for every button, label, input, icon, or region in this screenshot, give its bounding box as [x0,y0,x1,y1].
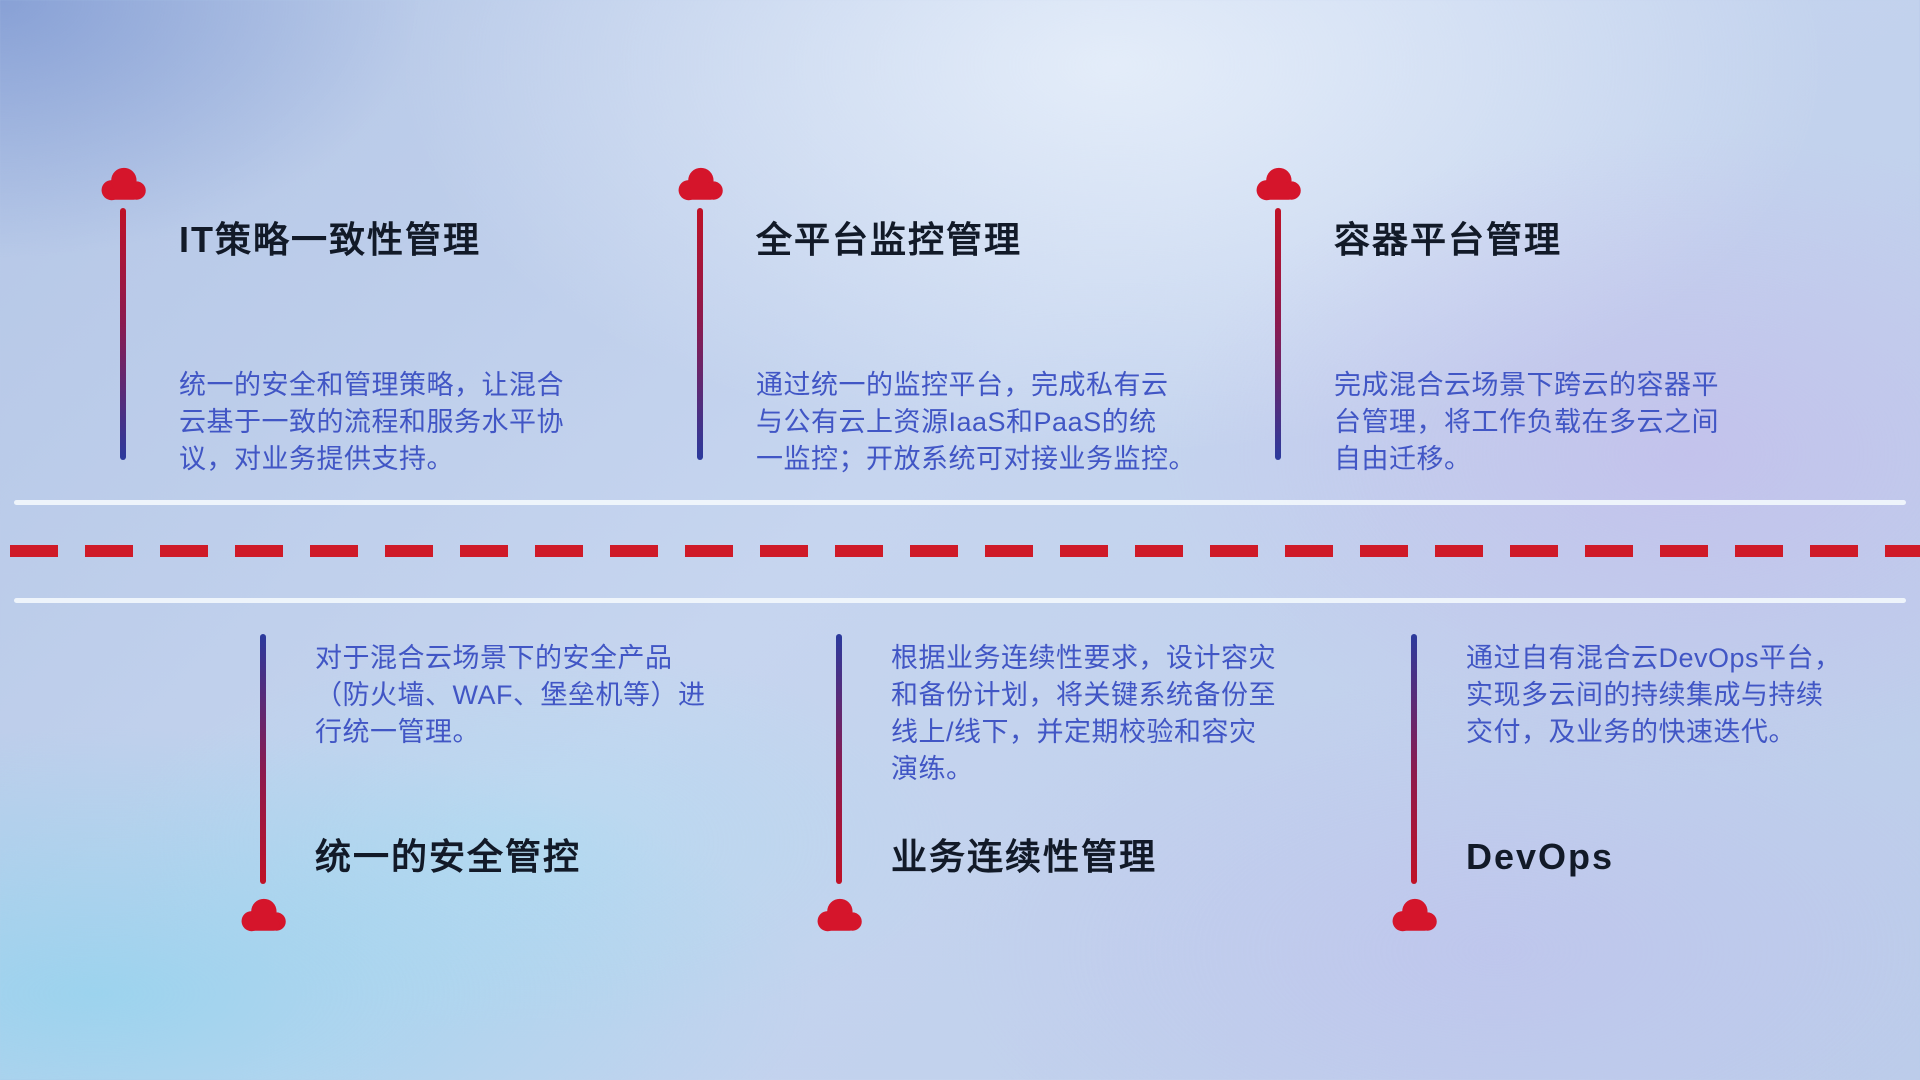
timeline-connector [120,208,126,460]
timeline-connector [836,634,842,884]
feature-card-container-platform: 容器平台管理 完成混合云场景下跨云的容器平 台管理，将工作负载在多云之间 自由迁… [1250,165,1830,477]
cloud-icon [95,165,151,203]
feature-card-monitoring: 全平台监控管理 通过统一的监控平台，完成私有云 与公有云上资源IaaS和PaaS… [672,165,1252,477]
feature-title: 全平台监控管理 [756,219,1023,260]
feature-card-business-continuity: 根据业务连续性要求，设计容灾 和备份计划，将关键系统备份至 线上/线下，并定期校… [811,630,1391,970]
feature-description: 对于混合云场景下的安全产品 （防火墙、WAF、堡垒机等）进 行统一管理。 [315,643,706,747]
feature-title: 统一的安全管控 [315,836,582,877]
timeline-pillar [235,630,291,934]
feature-card-it-policy: IT策略一致性管理 统一的安全和管理策略，让混合 云基于一致的流程和服务水平协 … [95,165,675,477]
cloud-icon [672,165,728,203]
timeline-pillar [672,165,728,460]
timeline-pillar [811,630,867,934]
feature-title: 容器平台管理 [1334,219,1563,260]
feature-description: 完成混合云场景下跨云的容器平 台管理，将工作负载在多云之间 自由迁移。 [1334,370,1719,474]
timeline-connector [260,634,266,884]
feature-title: DevOps [1466,836,1615,877]
feature-description: 通过自有混合云DevOps平台， 实现多云间的持续集成与持续 交付，及业务的快速… [1466,643,1842,747]
timeline-connector [697,208,703,460]
feature-description: 统一的安全和管理策略，让混合 云基于一致的流程和服务水平协 议，对业务提供支持。 [179,370,564,474]
feature-title: 业务连续性管理 [891,836,1158,877]
divider-dashed-line [10,545,1920,557]
cloud-icon [811,896,867,934]
divider-line-bottom [14,598,1906,603]
feature-card-security: 对于混合云场景下的安全产品 （防火墙、WAF、堡垒机等）进 行统一管理。 统一的… [235,630,815,970]
feature-title: IT策略一致性管理 [179,219,481,260]
cloud-icon [235,896,291,934]
feature-description: 根据业务连续性要求，设计容灾 和备份计划，将关键系统备份至 线上/线下，并定期校… [891,643,1276,784]
timeline-pillar [95,165,151,460]
cloud-icon [1250,165,1306,203]
timeline-pillar [1386,630,1442,934]
timeline-pillar [1250,165,1306,460]
feature-card-devops: 通过自有混合云DevOps平台， 实现多云间的持续集成与持续 交付，及业务的快速… [1386,630,1920,970]
divider-line-top [14,500,1906,505]
feature-description: 通过统一的监控平台，完成私有云 与公有云上资源IaaS和PaaS的统 一监控；开… [756,370,1196,474]
timeline-connector [1411,634,1417,884]
cloud-icon [1386,896,1442,934]
timeline-connector [1275,208,1281,460]
